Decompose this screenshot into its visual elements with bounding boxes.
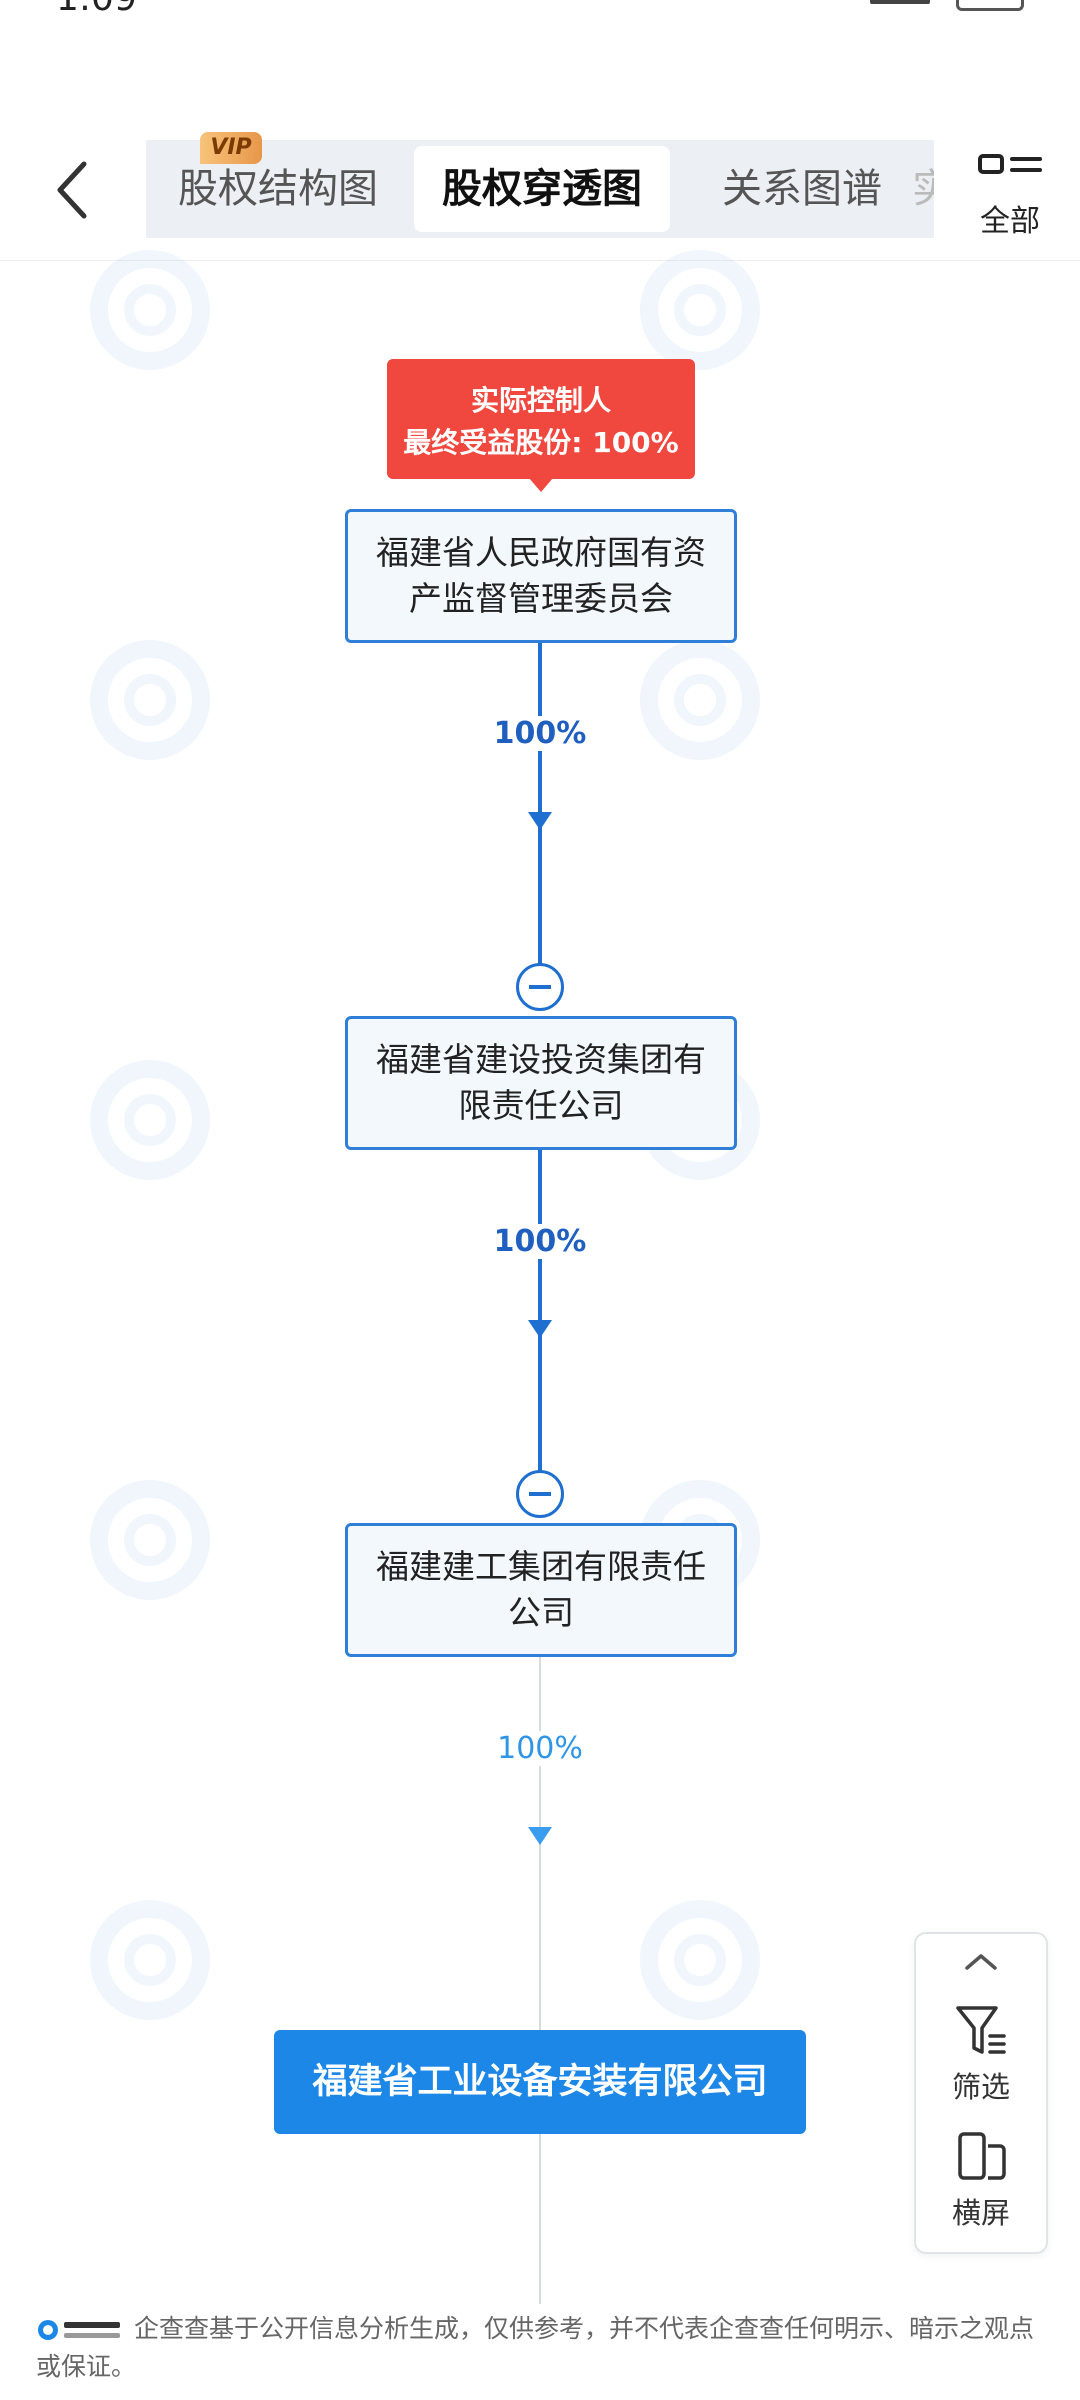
filter-icon [956, 2006, 1006, 2054]
collapse-panel-button[interactable] [916, 1934, 1046, 1988]
edge-line-continued [539, 2134, 541, 2304]
edge-arrow [528, 812, 552, 830]
actual-controller-badge: 实际控制人 最终受益股份: 100% [387, 359, 695, 479]
edge-arrow [528, 1320, 552, 1338]
watermark-logo [90, 1880, 370, 2040]
edge-percent: 100% [440, 1224, 640, 1259]
tab-bar: 股权结构图 股权穿透图 关系图谱 实 [146, 140, 934, 238]
tab-equity-structure[interactable]: 股权结构图 [178, 166, 378, 212]
badge-pointer [529, 478, 553, 492]
shareholder-node[interactable]: 福建省建设投资集团有限责任公司 [345, 1016, 737, 1150]
shareholder-node[interactable]: 福建建工集团有限责任公司 [345, 1523, 737, 1657]
chevron-up-icon [965, 1954, 997, 1970]
collapse-toggle[interactable] [516, 1470, 564, 1518]
battery-icon [956, 0, 1024, 11]
tab-equity-penetration[interactable]: 股权穿透图 [414, 146, 670, 232]
edge-line [538, 1150, 542, 1486]
chevron-left-icon [57, 161, 87, 219]
tab-more-truncated[interactable]: 实 [912, 166, 934, 212]
side-panel: 筛选 横屏 [914, 1932, 1048, 2254]
menu-grid-icon [978, 154, 1042, 174]
disclaimer-text: 企查查基于公开信息分析生成，仅供参考，并不代表企查查任何明示、暗示之观点或保证。 [36, 2314, 1035, 2381]
edge-line [538, 643, 542, 979]
filter-label: 筛选 [951, 2070, 1010, 2104]
beneficial-share: 最终受益股份: 100% [403, 426, 679, 459]
watermark-logo [90, 1460, 370, 1620]
rotate-screen-icon [958, 2132, 1006, 2180]
filter-button[interactable]: 筛选 [916, 1994, 1046, 2114]
watermark-logo [640, 620, 920, 780]
watermark-logo [90, 620, 370, 780]
target-company-node[interactable]: 福建省工业设备安装有限公司 [274, 2030, 806, 2134]
vip-badge: VIP [200, 132, 262, 164]
all-menu-button[interactable]: 全部 [972, 150, 1048, 239]
header: 股权结构图 股权穿透图 关系图谱 实 VIP 全部 [0, 120, 1080, 261]
watermark-logo [640, 1880, 920, 2040]
back-button[interactable] [50, 158, 94, 222]
signal-icon [870, 0, 930, 4]
status-bar: 1:09 [0, 0, 1080, 40]
edge-arrow [528, 1827, 552, 1845]
controller-title: 实际控制人 [470, 384, 611, 417]
tab-relationship-graph[interactable]: 关系图谱 [722, 166, 882, 212]
landscape-label: 横屏 [951, 2196, 1010, 2230]
status-time: 1:09 [56, 0, 137, 19]
footer-disclaimer: 企查查基于公开信息分析生成，仅供参考，并不代表企查查任何明示、暗示之观点或保证。 [36, 2310, 1046, 2386]
shareholder-node[interactable]: 福建省人民政府国有资产监督管理委员会 [345, 509, 737, 643]
all-menu-label: 全部 [980, 204, 1040, 239]
qichacha-logo-icon [38, 2320, 120, 2340]
collapse-toggle[interactable] [516, 963, 564, 1011]
landscape-button[interactable]: 横屏 [916, 2120, 1046, 2240]
edge-percent: 100% [440, 716, 640, 751]
watermark-logo [90, 1040, 370, 1200]
edge-percent: 100% [440, 1731, 640, 1766]
